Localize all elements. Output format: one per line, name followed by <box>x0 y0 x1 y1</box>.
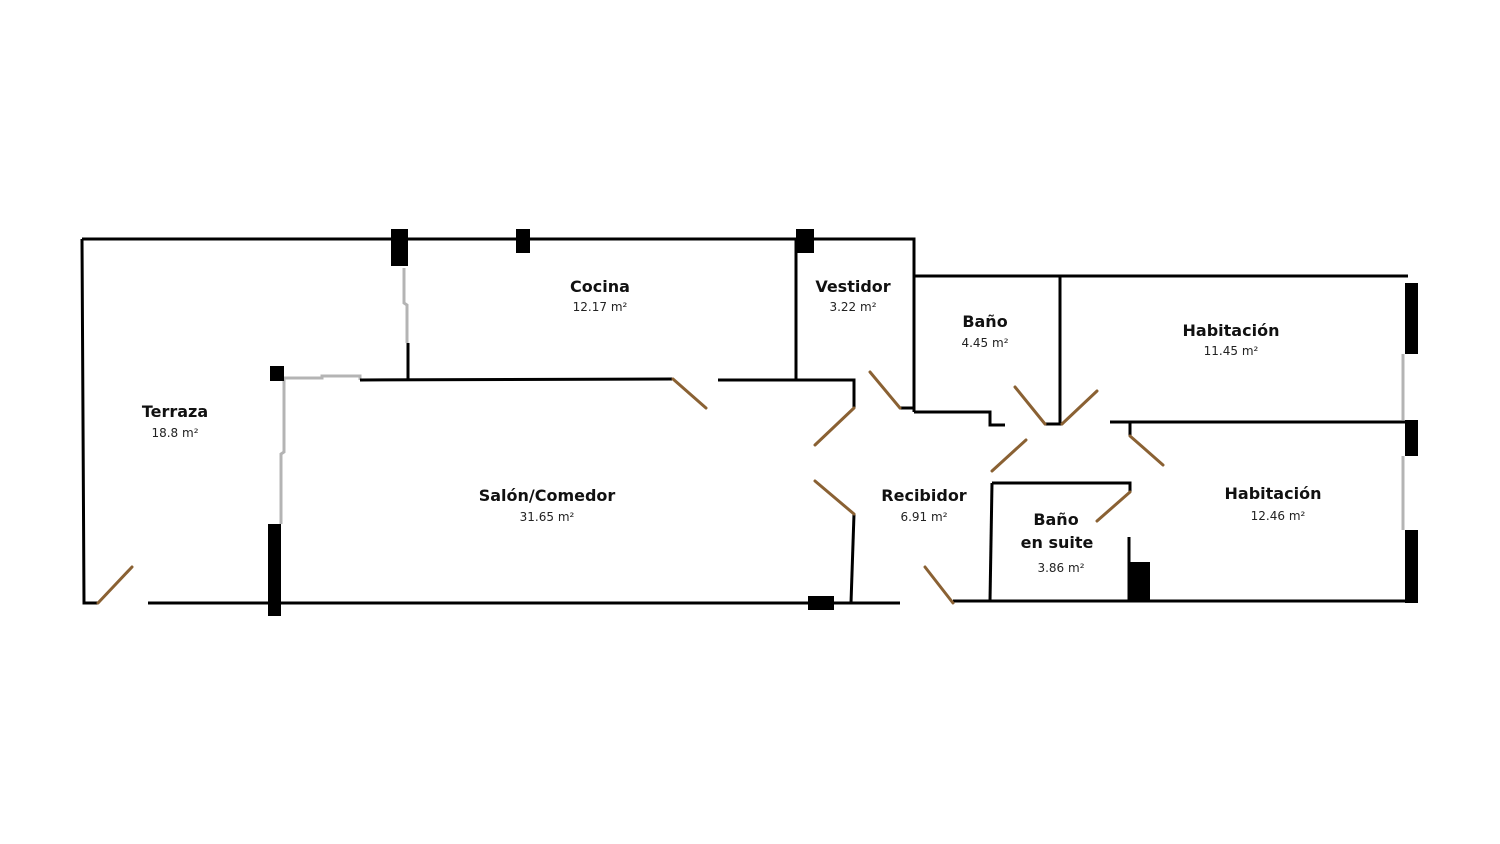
wall-salon-recibidor-lower <box>849 513 856 604</box>
room-area-bano-en-suite: 3.86 m² <box>1037 561 1084 575</box>
room-name-recibidor: Recibidor <box>881 486 967 505</box>
pillar <box>1405 283 1418 354</box>
wall-salon-recibidor-upper <box>718 378 856 408</box>
door-entrance <box>923 565 955 605</box>
wall-bano-bottom <box>914 410 1005 427</box>
glazing-lines <box>279 268 1405 530</box>
pillar <box>1405 420 1418 456</box>
pillar <box>516 229 530 253</box>
room-name-bano: Baño <box>962 312 1007 331</box>
room-name-bano-en-suite-line2: en suite <box>1021 533 1094 552</box>
room-area-cocina: 12.17 m² <box>573 300 628 314</box>
room-area-terraza: 18.8 m² <box>151 426 198 440</box>
glass-partition-salon-left <box>279 378 286 524</box>
room-name-vestidor: Vestidor <box>815 277 890 296</box>
door-salon-upper <box>813 406 856 447</box>
pillar <box>808 596 834 610</box>
door-terraza <box>96 565 134 605</box>
pillar <box>1405 530 1418 603</box>
pillar <box>270 366 284 381</box>
exterior-wall-top <box>82 237 916 412</box>
pillar <box>796 229 814 253</box>
room-name-cocina: Cocina <box>570 277 630 296</box>
wall-suite-top <box>992 481 1132 492</box>
door-salon-lower <box>813 479 856 516</box>
door-cocina <box>671 377 708 410</box>
door-bano <box>1013 385 1047 426</box>
room-area-recibidor: 6.91 m² <box>900 510 947 524</box>
pillar <box>391 229 408 266</box>
room-area-salon-comedor: 31.65 m² <box>520 510 575 524</box>
room-area-habitacion-2: 12.46 m² <box>1251 509 1306 523</box>
glass-partition-salon-terraza <box>284 374 362 380</box>
room-name-habitacion-2: Habitación <box>1225 484 1322 503</box>
door-vestidor <box>868 370 902 410</box>
glass-partition-cocina-terraza <box>402 268 409 343</box>
room-area-bano: 4.45 m² <box>961 336 1008 350</box>
pillar <box>268 524 281 616</box>
room-name-salon-comedor: Salón/Comedor <box>479 486 616 505</box>
room-name-bano-en-suite-line1: Baño <box>1033 510 1078 529</box>
wall-suite-left <box>988 482 994 602</box>
door-suite-inner <box>1095 490 1132 523</box>
room-name-terraza: Terraza <box>142 402 208 421</box>
room-labels: Terraza 18.8 m² Cocina 12.17 m² Vestidor… <box>142 277 1322 575</box>
room-area-vestidor: 3.22 m² <box>829 300 876 314</box>
room-name-habitacion-1: Habitación <box>1183 321 1280 340</box>
pillars <box>268 229 1418 616</box>
pillar <box>1129 562 1150 602</box>
room-area-habitacion-1: 11.45 m² <box>1204 344 1259 358</box>
door-suite <box>990 438 1028 473</box>
door-habitacion-2 <box>1128 434 1165 467</box>
exterior-wall-left <box>80 238 98 605</box>
door-habitacion-1 <box>1060 389 1099 426</box>
doors <box>96 370 1165 605</box>
wall-cocina-salon <box>359 377 673 382</box>
